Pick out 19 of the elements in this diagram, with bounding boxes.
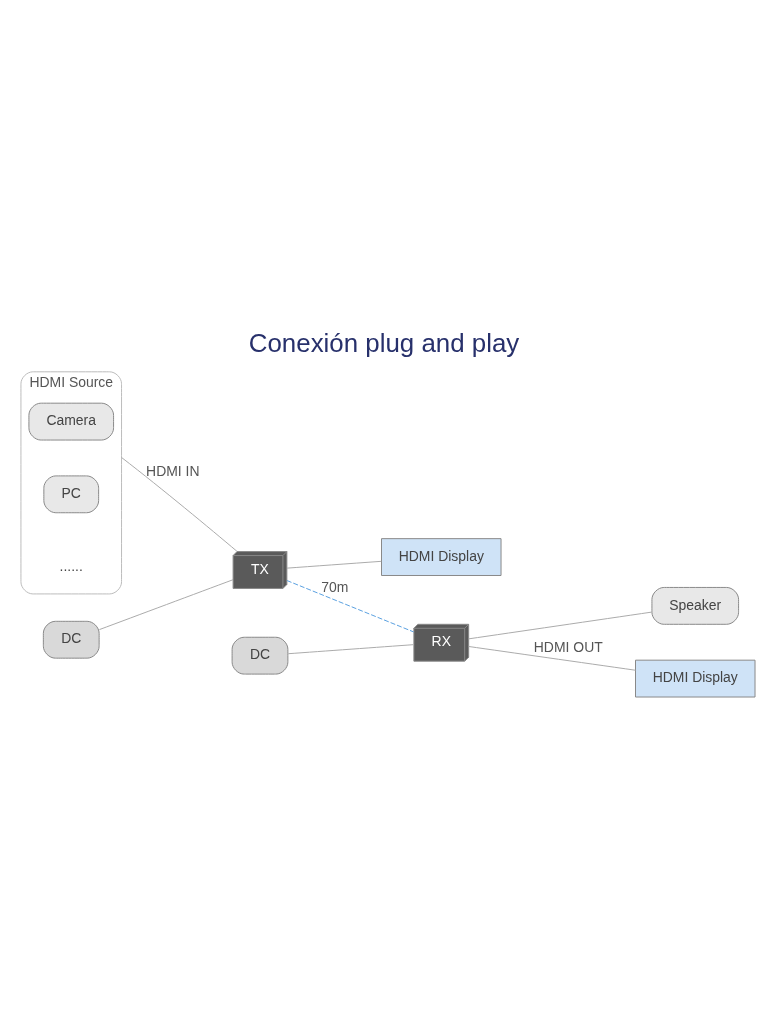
connector: [98, 579, 234, 631]
connector: [287, 644, 415, 655]
node-box: DC: [231, 636, 289, 675]
edge-label: HDMI IN: [146, 462, 200, 479]
node-box: DC: [42, 620, 100, 659]
node-box: HDMI Display: [381, 538, 502, 576]
edge-label: HDMI OUT: [533, 638, 603, 655]
node-text: ......: [59, 557, 83, 574]
connector: [468, 646, 636, 671]
connector: [286, 560, 382, 569]
edge-label: 70m: [321, 579, 349, 596]
node-box: HDMI Display: [635, 659, 756, 698]
node-box: Camera: [28, 402, 115, 441]
connector: [468, 611, 653, 640]
node-box: Speaker: [651, 586, 740, 625]
diagram-title: Conexión plug and play: [248, 328, 520, 357]
node-box: PC: [43, 475, 100, 514]
connector: [286, 580, 415, 633]
connector: [121, 456, 238, 552]
